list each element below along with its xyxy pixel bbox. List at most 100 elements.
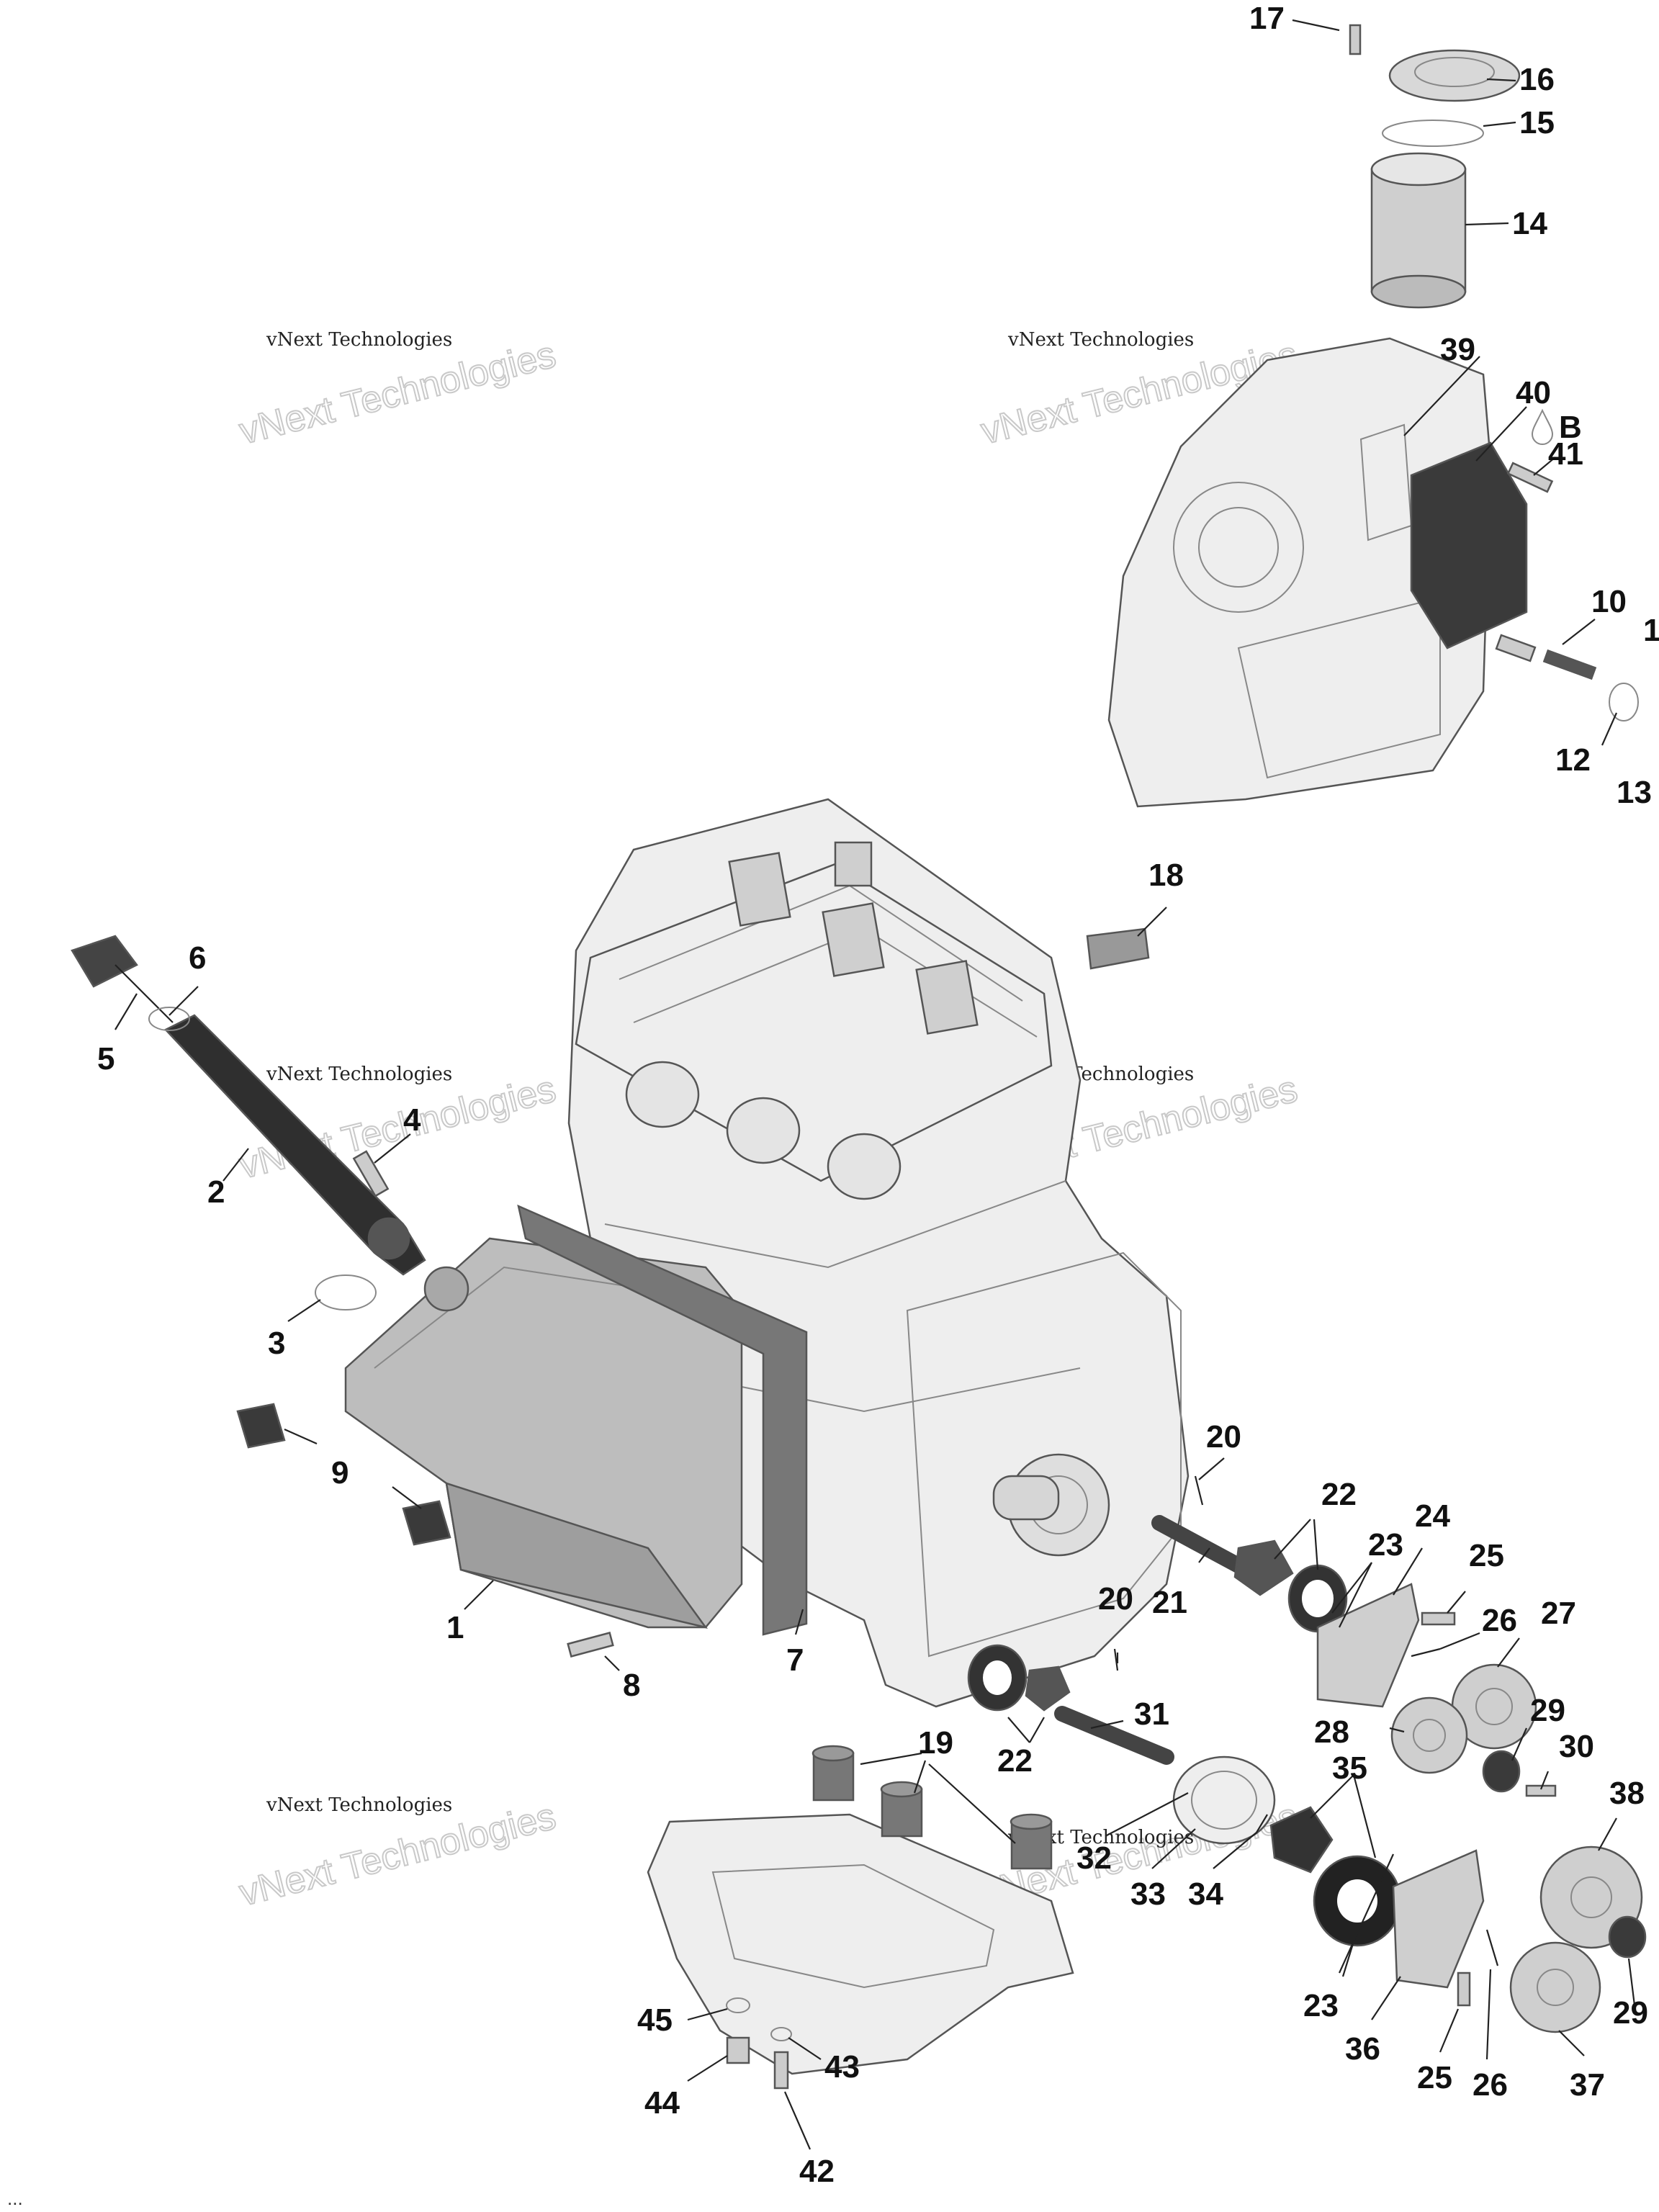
svg-text:vNext Technologies: vNext Technologies bbox=[266, 1064, 452, 1085]
callout-23a: 23 bbox=[1368, 1527, 1403, 1563]
callout-33: 33 bbox=[1130, 1876, 1166, 1912]
bolt-41 bbox=[1506, 462, 1554, 493]
callout-23b: 23 bbox=[1303, 1988, 1339, 2023]
svg-text:vNext Technologies: vNext Technologies bbox=[266, 1794, 452, 1816]
svg-text:vNext Technologies: vNext Technologies bbox=[235, 333, 560, 452]
callout-28: 28 bbox=[1314, 1714, 1349, 1750]
callout-2: 2 bbox=[207, 1174, 225, 1210]
gear-28 bbox=[1390, 1696, 1468, 1774]
pump-cover-36 bbox=[1392, 1849, 1485, 1989]
callout-4: 4 bbox=[403, 1102, 421, 1138]
callout-26b: 26 bbox=[1473, 2067, 1508, 2103]
callout-20a: 20 bbox=[1206, 1419, 1241, 1455]
bolt-30 bbox=[1525, 1784, 1557, 1797]
pin-20a bbox=[1194, 1475, 1204, 1506]
svg-text:vNext Technologies: vNext Technologies bbox=[1007, 329, 1194, 351]
pin-26b bbox=[1485, 1929, 1499, 1966]
o-ring-6 bbox=[148, 1007, 190, 1031]
callout-24: 24 bbox=[1415, 1498, 1450, 1534]
bolt-25b bbox=[1457, 1972, 1471, 2007]
pump-body-33 bbox=[1172, 1755, 1276, 1845]
callout-44: 44 bbox=[644, 2085, 680, 2121]
oil-cooler-40 bbox=[1410, 441, 1528, 649]
bolt-25a bbox=[1421, 1611, 1456, 1626]
callout-5: 5 bbox=[97, 1041, 114, 1076]
drain-plug-9b bbox=[402, 1500, 451, 1546]
bolt-42 bbox=[773, 2051, 789, 2090]
bolt-17 bbox=[1349, 24, 1362, 55]
valve-10 bbox=[1495, 634, 1537, 662]
shaft-31 bbox=[1054, 1706, 1174, 1765]
sensor-18 bbox=[1086, 927, 1150, 970]
bolt-4 bbox=[352, 1150, 390, 1197]
nut-29b bbox=[1608, 1915, 1647, 1959]
callout-29a: 29 bbox=[1530, 1693, 1565, 1728]
callout-42: 42 bbox=[799, 2154, 835, 2189]
svg-text:vNext Technologies: vNext Technologies bbox=[266, 329, 452, 351]
callout-31: 31 bbox=[1134, 1696, 1169, 1732]
callout-21: 21 bbox=[1152, 1585, 1187, 1620]
washer-43 bbox=[770, 2027, 792, 2041]
callout-17: 17 bbox=[1249, 1, 1285, 36]
callout-9: 9 bbox=[331, 1455, 349, 1491]
callout-12: 12 bbox=[1555, 742, 1591, 778]
callout-3: 3 bbox=[268, 1326, 285, 1361]
o-ring-3 bbox=[315, 1274, 377, 1310]
oil-pan bbox=[344, 1237, 743, 1629]
rotor-22d bbox=[1025, 1665, 1071, 1712]
callout-25a: 25 bbox=[1469, 1538, 1504, 1573]
washer-45 bbox=[726, 1997, 750, 2013]
nut-29a bbox=[1482, 1750, 1521, 1793]
dipstick bbox=[71, 935, 174, 1023]
callout-38: 38 bbox=[1609, 1776, 1645, 1811]
callout-40: 40 bbox=[1516, 375, 1551, 410]
pin-34 bbox=[1256, 1814, 1268, 1833]
callout-8: 8 bbox=[623, 1668, 640, 1703]
callout-20b: 20 bbox=[1098, 1581, 1133, 1617]
callout-25b: 25 bbox=[1417, 2060, 1452, 2095]
callout-11: 1 bbox=[1643, 613, 1659, 648]
callout-7: 7 bbox=[786, 1642, 804, 1678]
callout-45: 45 bbox=[637, 2002, 673, 2038]
callout-32: 32 bbox=[1076, 1840, 1112, 1876]
strainer-19a bbox=[811, 1745, 855, 1802]
callout-22a: 22 bbox=[1321, 1477, 1357, 1512]
pin-20b bbox=[1113, 1648, 1119, 1671]
callout-27: 27 bbox=[1541, 1596, 1576, 1631]
engine-side-cover bbox=[1107, 337, 1492, 808]
sealant-symbol-b: B bbox=[1531, 408, 1582, 445]
watermark-bottom-left: vNext Technologies vNext Technologies bbox=[235, 1794, 561, 1915]
callout-26a: 26 bbox=[1482, 1603, 1517, 1638]
callout-41: 41 bbox=[1548, 436, 1583, 472]
strainer-19c bbox=[1010, 1813, 1053, 1870]
strainer-19b bbox=[880, 1781, 923, 1838]
svg-text:B: B bbox=[1559, 410, 1582, 445]
oil-pickup-plate bbox=[647, 1813, 1074, 2075]
oil-filter-14 bbox=[1370, 152, 1467, 309]
pin-26a bbox=[1411, 1647, 1441, 1658]
drain-plug-9a bbox=[236, 1403, 286, 1449]
callout-43: 43 bbox=[824, 2049, 860, 2085]
callout-36: 36 bbox=[1345, 2031, 1380, 2067]
callout-1: 1 bbox=[446, 1610, 464, 1645]
callout-10: 10 bbox=[1591, 584, 1627, 619]
oil-pan-gasket bbox=[517, 1204, 808, 1636]
spring bbox=[1542, 649, 1597, 680]
callout-14: 14 bbox=[1512, 206, 1547, 241]
o-ring-12 bbox=[1609, 683, 1639, 721]
callout-34: 34 bbox=[1188, 1876, 1223, 1912]
plug-44 bbox=[726, 2036, 750, 2064]
callout-18: 18 bbox=[1148, 858, 1184, 893]
bolt-8 bbox=[567, 1632, 614, 1658]
callout-29b: 29 bbox=[1613, 1995, 1648, 2031]
callout-22b: 22 bbox=[997, 1743, 1033, 1779]
o-ring-15 bbox=[1382, 120, 1484, 147]
callout-35: 35 bbox=[1332, 1750, 1367, 1786]
oil-filter-cap-16 bbox=[1388, 49, 1521, 102]
callout-16: 16 bbox=[1519, 62, 1555, 97]
leader-lines bbox=[114, 19, 1636, 2150]
callout-6: 6 bbox=[189, 940, 206, 976]
callout-13: 13 bbox=[1617, 775, 1652, 810]
callout-37: 37 bbox=[1570, 2067, 1605, 2103]
